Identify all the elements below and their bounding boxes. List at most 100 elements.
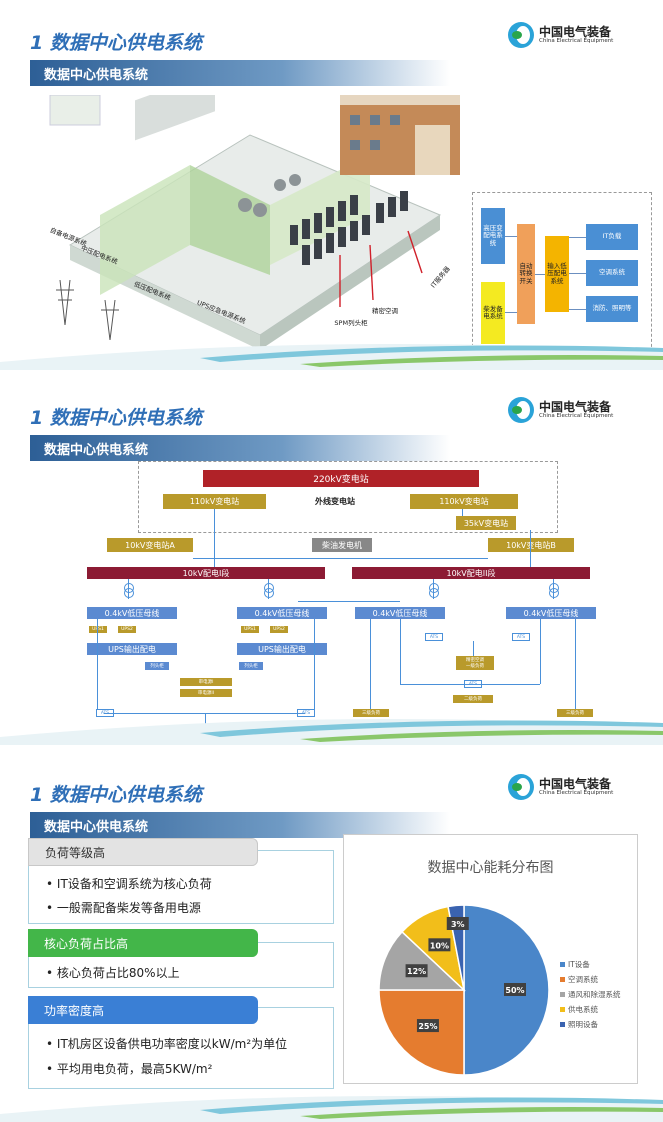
card-head: 负荷等级高 (28, 838, 258, 866)
lv-bus-2: 0.4kV低压母线 (237, 607, 327, 619)
connector (462, 509, 463, 516)
bus-10kv-seg2: 10kV配电II段 (352, 567, 590, 579)
section-banner: 数据中心供电系统 (30, 435, 450, 461)
bus-source-1: 审电源I (180, 678, 232, 686)
flow-fire-lighting: 消防、照明等 (586, 296, 638, 322)
legend-swatch (560, 977, 565, 982)
arrow (505, 236, 517, 237)
flow-hv: 高压变配电系统 (481, 208, 505, 264)
tertiary-load-b: 三级负荷 (557, 709, 593, 717)
tertiary-load-a: 三级负荷 (353, 709, 389, 717)
data-label: 50% (505, 986, 524, 995)
legend-item: 照明设备 (568, 1019, 598, 1029)
data-label-bg (405, 964, 428, 978)
logo-icon (508, 397, 534, 423)
logo-en: China Electrical Equipment (539, 790, 614, 796)
ups-output-2: UPS输出配电 (237, 643, 327, 655)
bullet: • IT设备和空调系统为核心负荷 (46, 877, 212, 891)
slide-1: 1 数据中心供电系统 中国电气装备 China Electrical Equip… (0, 0, 663, 370)
ac-load: 精密空调 一级负荷 (456, 656, 494, 670)
connector (298, 601, 400, 602)
legend-swatch (560, 962, 565, 967)
flow-it-load: IT负载 (586, 224, 638, 250)
company-logo: 中国电气装备 China Electrical Equipment (508, 774, 623, 800)
connector (193, 558, 488, 559)
column-cabinet: 列头柜 (145, 662, 169, 670)
legend-item: 通风和除湿系统 (568, 989, 621, 999)
footer-swoosh (0, 344, 663, 370)
company-logo: 中国电气装备 China Electrical Equipment (508, 397, 623, 423)
connector (104, 713, 305, 714)
flow-gen: 柴发备电系统 (481, 282, 505, 344)
legend-swatch (560, 1022, 565, 1027)
sub-10kv-a: 10kV变电站A (107, 538, 193, 552)
slide-3: 1 数据中心供电系统 中国电气装备 China Electrical Equip… (0, 752, 663, 1122)
data-label: 25% (418, 1022, 437, 1031)
data-label: 10% (430, 941, 449, 950)
connector (314, 619, 315, 709)
footer-swoosh (0, 1096, 663, 1122)
legend-item: 供电系统 (568, 1004, 598, 1014)
legend-item: 空调系统 (568, 974, 598, 984)
bus-source-2: 审电源II (180, 689, 232, 697)
ups-box: UPS2 (118, 626, 136, 633)
diesel-generator: 柴油发电机 (312, 538, 372, 552)
arrow (569, 273, 586, 274)
connector (205, 713, 206, 728)
bullet: • 核心负荷占比80%以上 (46, 966, 180, 980)
outer-substation-group (138, 461, 558, 533)
logo-cn: 中国电气装备 (539, 25, 612, 39)
legend-swatch (560, 1007, 565, 1012)
ups-output-1: UPS输出配电 (87, 643, 177, 655)
pie-slice-2 (378, 930, 466, 991)
lv-bus-4: 0.4kV低压母线 (506, 607, 596, 619)
slide-title: 1 数据中心供电系统 (30, 407, 202, 429)
datacenter-illustration (49, 95, 460, 350)
company-logo: 中国电气装备 China Electrical Equipment (508, 22, 623, 48)
connector (575, 619, 576, 709)
connector (370, 619, 371, 709)
ups-box: UPS1 (241, 626, 259, 633)
label-ac: 精密空调 (372, 307, 398, 315)
flow-ac-system: 空调系统 (586, 260, 638, 286)
energy-pie-chart: 数据中心能耗分布图 50%25%12%10%3%IT设备空调系统通风和除湿系统供… (343, 834, 638, 1084)
sub-10kv-b: 10kV变电站B (488, 538, 574, 552)
slide-title: 1 数据中心供电系统 (30, 784, 202, 806)
data-label: 12% (407, 967, 426, 976)
connector (540, 619, 541, 684)
bullet: • 平均用电负荷，最高5KW/m² (46, 1062, 213, 1076)
flow-lv-input: 输入低压配电系统 (545, 236, 569, 312)
arrow (569, 237, 586, 238)
connector (214, 509, 215, 567)
ups-box: UPS1 (89, 626, 107, 633)
arrow (505, 312, 517, 313)
logo-icon (508, 22, 534, 48)
column-cabinet: 列头柜 (239, 662, 263, 670)
bullet: • 一般需配备柴发等备用电源 (46, 901, 201, 915)
slide-2: 1 数据中心供电系统 中国电气装备 China Electrical Equip… (0, 375, 663, 745)
sub-35kv: 35kV变电站 (456, 516, 516, 530)
section-banner: 数据中心供电系统 (30, 60, 450, 86)
transformer-icon (548, 583, 559, 598)
bus-10kv-seg1: 10kV配电I段 (87, 567, 325, 579)
section-banner: 数据中心供电系统 (30, 812, 450, 838)
pie-slice-1 (378, 989, 465, 1076)
data-label-bg (428, 938, 451, 952)
data-label-bg (416, 1019, 439, 1033)
data-label-bg (504, 983, 526, 996)
lv-bus-3: 0.4kV低压母线 (355, 607, 445, 619)
arrow (535, 274, 545, 275)
card-head: 功率密度高 (28, 996, 258, 1024)
bullet: • IT机房区设备供电功率密度以kW/m²为单位 (46, 1037, 288, 1051)
outer-substation-label: 外线变电站 (315, 497, 355, 506)
logo-icon (508, 774, 534, 800)
flow-ats: 自动转换开关 (517, 224, 535, 324)
connector (530, 530, 531, 567)
ups-box: UPS2 (270, 626, 288, 633)
arrow (569, 309, 586, 310)
secondary-load: 二级负荷 (453, 695, 493, 703)
transformer-icon (263, 583, 274, 598)
sub-110kv-a: 110kV变电站 (163, 494, 266, 509)
sub-110kv-b: 110kV变电站 (410, 494, 518, 509)
